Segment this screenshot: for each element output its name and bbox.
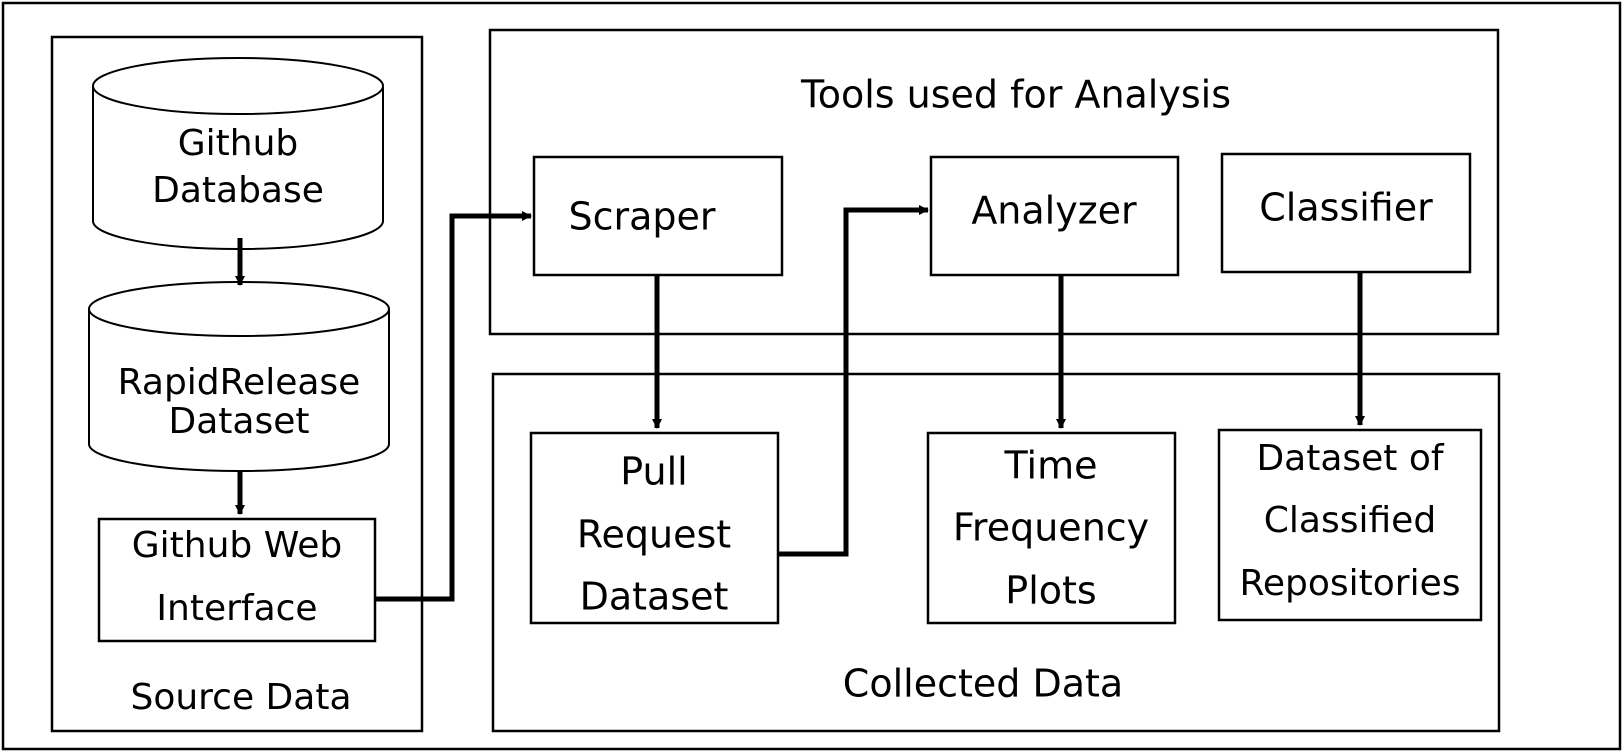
github-web-interface-box	[97, 517, 377, 643]
source-data-title: Source Data	[130, 677, 351, 718]
pull-request-dataset-node: Pull Request Dataset	[529, 431, 780, 625]
classified-repositories-box	[1217, 428, 1483, 622]
collected-data-frame	[491, 372, 1501, 733]
rapidrelease-dataset-label-line2: Dataset	[169, 401, 310, 442]
pull-request-dataset-label-line1: Pull	[620, 450, 687, 494]
classifier-box	[1220, 152, 1472, 274]
classified-repositories-node: Dataset of Classified Repositories	[1217, 428, 1483, 622]
pull-request-dataset-box	[529, 431, 780, 625]
source-data-frame	[50, 35, 424, 733]
rapidrelease-dataset-label-line1: RapidRelease	[118, 362, 361, 403]
time-frequency-plots-node: Time Frequency Plots	[926, 431, 1177, 625]
tools-panel-title: Tools used for Analysis	[800, 73, 1231, 117]
time-frequency-plots-label-line3: Plots	[1005, 569, 1096, 613]
github-database-node: Github Database	[92, 57, 384, 250]
classifier-label: Classifier	[1259, 186, 1433, 230]
analyzer-node: Analyzer	[929, 155, 1180, 277]
scraper-box	[532, 155, 784, 277]
classified-repositories-label-line2: Classified	[1264, 500, 1436, 541]
pull-request-dataset-label-line3: Dataset	[580, 575, 729, 619]
github-web-interface-node: Github Web Interface	[97, 517, 377, 643]
tools-panel: Tools used for Analysis Scraper Analyzer…	[488, 28, 1500, 336]
time-frequency-plots-label-line2: Frequency	[953, 506, 1149, 550]
collected-data-panel: Collected Data Pull Request Dataset Time…	[491, 372, 1501, 733]
github-web-interface-label-line2: Interface	[156, 588, 317, 629]
classified-repositories-label-line1: Dataset of	[1256, 438, 1444, 479]
collected-data-title: Collected Data	[843, 662, 1123, 706]
time-frequency-plots-box	[926, 431, 1177, 625]
classifier-node: Classifier	[1220, 152, 1472, 274]
source-data-panel: Github Database RapidRelease Dataset Git…	[50, 35, 424, 733]
scraper-node: Scraper	[532, 155, 784, 277]
connectors	[235, 205, 1365, 602]
time-frequency-plots-label-line1: Time	[1004, 444, 1098, 488]
github-database-label-line1: Github	[178, 123, 299, 164]
arrow-webinterface-to-scraper	[375, 211, 532, 602]
pull-request-dataset-label-line2: Request	[577, 513, 731, 557]
arrow-pull-request-to-analyzer	[778, 205, 929, 557]
classified-repositories-label-line3: Repositories	[1239, 563, 1460, 604]
analyzer-box	[929, 155, 1180, 277]
analyzer-label: Analyzer	[971, 189, 1137, 233]
github-web-interface-label-line1: Github Web	[132, 525, 342, 566]
rapidrelease-dataset-cylinder	[88, 309, 390, 472]
github-database-cylinder-top	[92, 57, 384, 115]
rapidrelease-dataset-cylinder-top	[88, 281, 390, 337]
scraper-label: Scraper	[568, 195, 715, 239]
github-database-label-line2: Database	[152, 170, 324, 211]
tools-panel-frame	[488, 28, 1500, 336]
rapidrelease-dataset-node: RapidRelease Dataset	[88, 281, 390, 472]
